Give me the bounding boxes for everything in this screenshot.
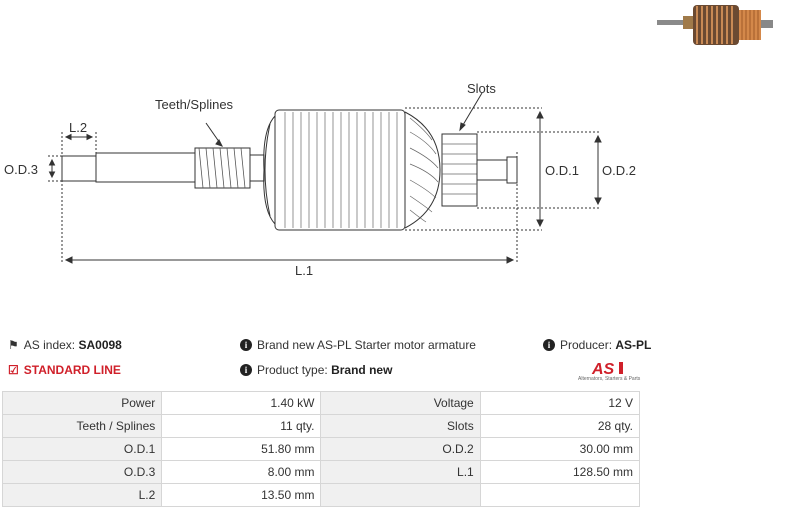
spec-value: 28 qty. xyxy=(479,414,641,438)
od1-label: O.D.1 xyxy=(545,163,579,178)
info-icon: i xyxy=(240,364,252,376)
standard-line-row: ☑ STANDARD LINE xyxy=(8,363,121,377)
slots-label: Slots xyxy=(467,81,496,96)
product-type-label: Product type: xyxy=(257,363,328,377)
product-type-row: i Product type: Brand new xyxy=(240,363,392,377)
spec-label: Power xyxy=(1,391,163,415)
l2-label: L.2 xyxy=(69,120,88,135)
spec-value: 128.50 mm xyxy=(479,460,641,484)
as-index-row: ⚑ AS index: SA0098 xyxy=(8,338,122,352)
armature-diagram xyxy=(48,92,602,264)
spec-value xyxy=(479,483,641,507)
producer-logo: AS Alternators, Starters & Parts xyxy=(578,360,643,386)
spec-label xyxy=(320,483,481,507)
teeth-splines-label: Teeth/Splines xyxy=(155,97,234,112)
spec-value: 51.80 mm xyxy=(161,437,322,461)
as-index-value: SA0098 xyxy=(78,338,122,352)
standard-line-label: STANDARD LINE xyxy=(23,363,121,377)
spec-value: 11 qty. xyxy=(161,414,322,438)
spec-value: 13.50 mm xyxy=(161,483,322,507)
l1-label: L.1 xyxy=(295,263,314,278)
spec-value: 30.00 mm xyxy=(479,437,641,461)
od3-label: O.D.3 xyxy=(4,162,38,177)
description-text: Brand new AS-PL Starter motor armature xyxy=(257,338,476,352)
producer-value: AS-PL xyxy=(615,338,652,352)
spec-label: Voltage xyxy=(320,391,481,415)
producer-label: Producer: xyxy=(560,338,613,352)
spec-label: Teeth / Splines xyxy=(1,414,163,438)
description-row: i Brand new AS-PL Starter motor armature xyxy=(240,338,476,352)
logo-mark: AS xyxy=(591,361,623,378)
producer-row: i Producer: AS-PL xyxy=(543,338,651,352)
spec-label: L.2 xyxy=(1,483,163,507)
product-thumbnail[interactable] xyxy=(653,0,786,50)
spec-label: O.D.3 xyxy=(1,460,163,484)
product-type-value: Brand new xyxy=(331,363,393,377)
spec-value: 1.40 kW xyxy=(161,391,322,415)
spec-label: O.D.1 xyxy=(1,437,163,461)
spec-label: O.D.2 xyxy=(320,437,481,461)
spec-label: Slots xyxy=(320,414,481,438)
checkbox-icon: ☑ xyxy=(8,363,19,377)
spec-label: L.1 xyxy=(320,460,481,484)
info-icon: i xyxy=(543,339,555,351)
spec-value: 12 V xyxy=(479,391,641,415)
info-icon: i xyxy=(240,339,252,351)
spec-value: 8.00 mm xyxy=(161,460,322,484)
tag-icon: ⚑ xyxy=(8,338,19,352)
as-index-label: AS index: xyxy=(23,338,76,352)
logo-tagline: Alternators, Starters & Parts xyxy=(578,376,641,382)
od2-label: O.D.2 xyxy=(602,163,636,178)
logo-mark-text: AS xyxy=(591,361,615,376)
